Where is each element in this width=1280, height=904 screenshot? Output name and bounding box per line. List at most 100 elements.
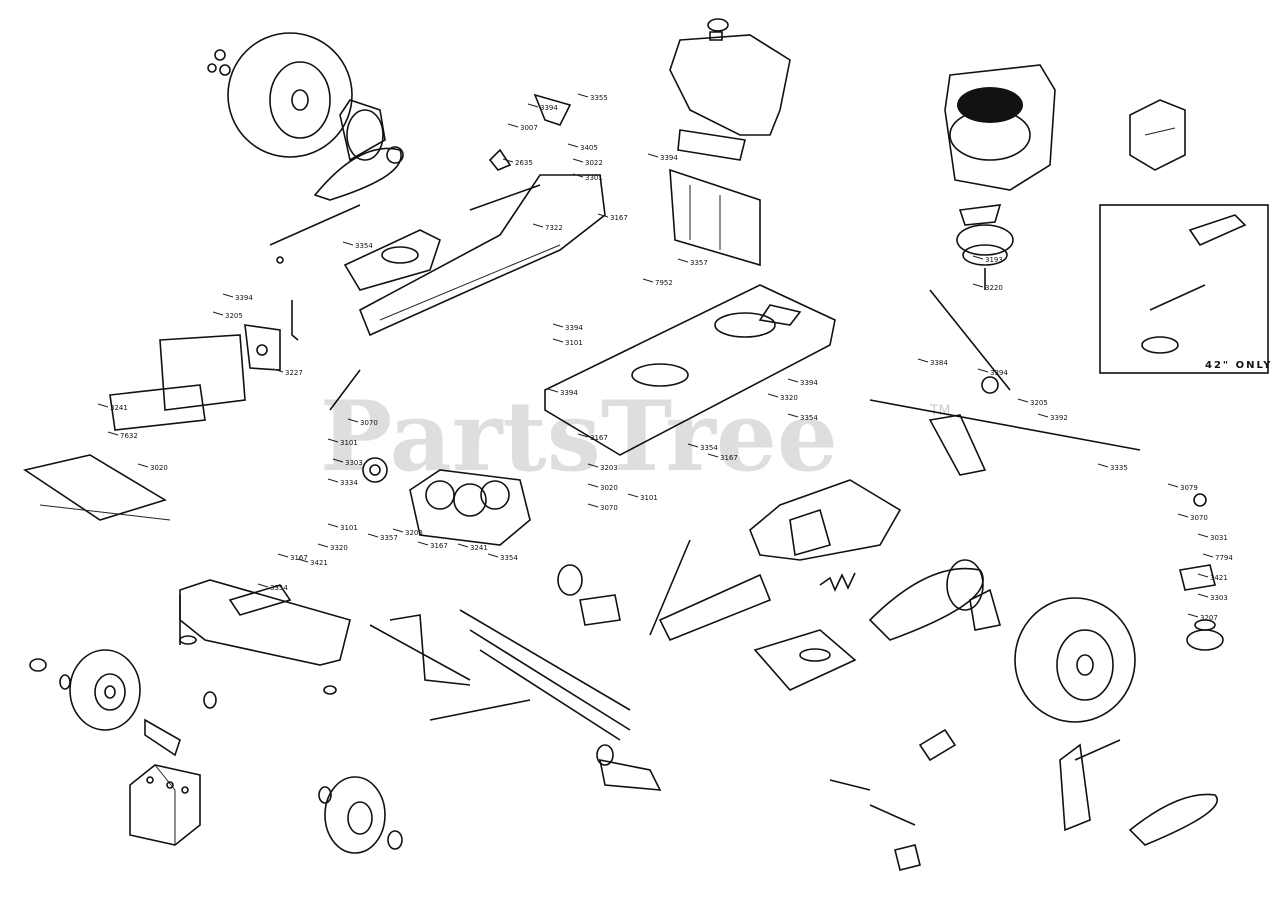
part-number-label: 3227 xyxy=(285,369,303,377)
callout-leader-line xyxy=(587,503,599,508)
part-number-label: 3167 xyxy=(590,434,608,442)
callout-leader-line xyxy=(297,558,309,563)
callout-leader-line xyxy=(1197,573,1209,578)
part-number-label: 3203 xyxy=(600,464,618,472)
callout-leader-line xyxy=(977,368,989,373)
part-number-label: 3167 xyxy=(610,214,628,222)
part-number-label: 3007 xyxy=(520,124,538,132)
callout-leader-line xyxy=(502,158,514,163)
part-number-label: 3101 xyxy=(340,524,358,532)
part-number-label: 3070 xyxy=(600,504,618,512)
callout-leader-line xyxy=(347,418,359,423)
callout-leader-line xyxy=(257,583,269,588)
callout-leader-line xyxy=(647,153,659,158)
brake-linkage xyxy=(829,728,1121,871)
callout-leader-line xyxy=(367,533,379,538)
part-number-label: 3022 xyxy=(585,159,603,167)
callout-leader-line xyxy=(272,368,284,373)
part-number-label: 3320 xyxy=(780,394,798,402)
callout-leader-line xyxy=(767,393,779,398)
callout-leader-line xyxy=(552,323,564,328)
inset-note-label: 42" ONLY xyxy=(1205,360,1273,371)
part-number-label: 3020 xyxy=(150,464,168,472)
rear-wheel-top-left xyxy=(207,32,353,158)
part-number-label: 3167 xyxy=(720,454,738,462)
callout-leader-line xyxy=(327,478,339,483)
callout-leader-line xyxy=(577,93,589,98)
part-number-label: 3405 xyxy=(580,144,598,152)
callout-leader-line xyxy=(787,378,799,383)
callout-leader-line xyxy=(567,143,579,148)
part-number-label: 3303 xyxy=(1210,594,1228,602)
part-number-label: 3241 xyxy=(470,544,488,552)
part-number-label: 3320 xyxy=(330,544,348,552)
part-number-label: 3384 xyxy=(930,359,948,367)
steering-linkage xyxy=(369,609,662,791)
callout-leader-line xyxy=(1167,483,1179,488)
part-number-label: 3101 xyxy=(565,339,583,347)
front-axle xyxy=(179,579,351,709)
part-number-label: 3394 xyxy=(540,104,558,112)
callout-leader-line xyxy=(687,443,699,448)
rear-frame-right xyxy=(649,479,902,691)
part-number-label: 3394 xyxy=(800,379,818,387)
right-axle-shaft xyxy=(869,289,1141,476)
callout-leader-line xyxy=(677,258,689,263)
part-number-label: 3354 xyxy=(270,584,288,592)
front-wheel-bottom xyxy=(318,776,403,854)
callout-leader-line xyxy=(627,493,639,498)
callout-leader-line xyxy=(327,523,339,528)
callout-leader-line xyxy=(342,241,354,246)
watermark-trademark: TM xyxy=(929,403,951,419)
callout-leader-line xyxy=(1187,613,1199,618)
part-number-label: 3357 xyxy=(380,534,398,542)
part-number-label: 3301 xyxy=(585,174,603,182)
part-number-label: 3193 xyxy=(985,256,1003,264)
callout-leader-line xyxy=(107,431,119,436)
part-number-label: 3354 xyxy=(700,444,718,452)
part-number-label: 3354 xyxy=(500,554,518,562)
part-number-label: 7794 xyxy=(1215,554,1233,562)
part-number-label: 3335 xyxy=(1110,464,1128,472)
callout-leader-line xyxy=(457,543,469,548)
drive-belt-right xyxy=(868,559,1002,641)
part-number-label: 3020 xyxy=(600,484,618,492)
inset-42-only: 42" ONLY xyxy=(1099,204,1273,374)
callout-leader-line xyxy=(972,255,984,260)
part-number-label: 7632 xyxy=(120,432,138,440)
callout-leader-line xyxy=(552,338,564,343)
callout-leader-line xyxy=(317,543,329,548)
callout-leader-line xyxy=(507,123,519,128)
part-number-labels: 3394300733552635340530223301316773223354… xyxy=(97,93,1233,622)
transaxle-assembly xyxy=(329,369,531,546)
part-number-label: 3394 xyxy=(990,369,1008,377)
callout-leader-line xyxy=(1177,513,1189,518)
callout-leader-line xyxy=(587,483,599,488)
left-frame-bracket xyxy=(343,93,606,337)
fuel-tank xyxy=(669,18,791,136)
part-number-label: 3421 xyxy=(310,559,328,567)
callout-leader-line xyxy=(1097,463,1109,468)
part-number-label: 3355 xyxy=(590,94,608,102)
part-number-label: 7322 xyxy=(545,224,563,232)
part-number-label: 3205 xyxy=(1030,399,1048,407)
callout-leader-line xyxy=(917,358,929,363)
part-number-label: 3392 xyxy=(1050,414,1068,422)
belt-bottom-right xyxy=(1128,793,1218,846)
part-number-label: 3031 xyxy=(1210,534,1228,542)
part-number-label: 3101 xyxy=(640,494,658,502)
part-number-label: 3079 xyxy=(1180,484,1198,492)
callout-leader-line xyxy=(392,528,404,533)
relay-component xyxy=(1129,99,1186,171)
part-number-label: 3207 xyxy=(1200,614,1218,622)
part-number-label: 3334 xyxy=(340,479,358,487)
callout-leader-line xyxy=(1197,593,1209,598)
rear-wheel-right xyxy=(1014,597,1136,723)
callout-leader-line xyxy=(137,463,149,468)
callout-leader-line xyxy=(1017,398,1029,403)
callout-leader-line xyxy=(277,553,289,558)
callout-leader-line xyxy=(572,158,584,163)
callout-leader-line xyxy=(547,388,559,393)
